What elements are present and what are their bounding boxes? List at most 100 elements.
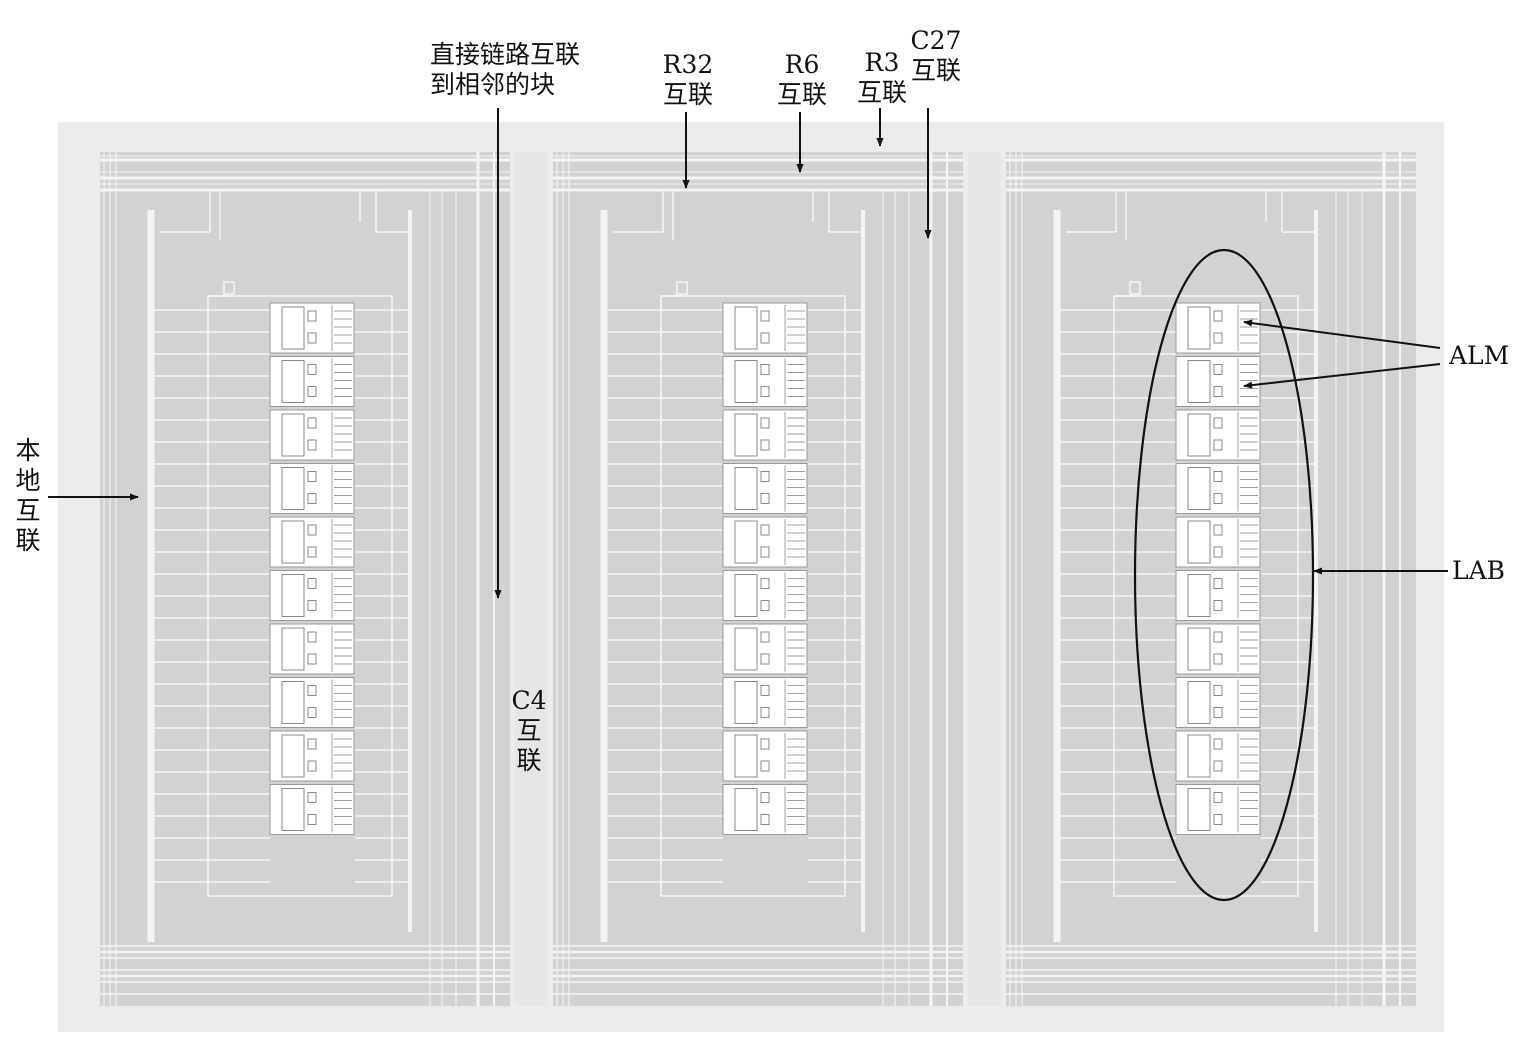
r3-label: R3 互联: [850, 48, 914, 108]
lab-blocks: [100, 152, 1416, 1006]
alm-lut: [1187, 681, 1211, 724]
alm-register: [760, 546, 770, 558]
c27-label-line1: C27: [910, 26, 962, 55]
alm-lut: [734, 520, 758, 564]
r6-label-line2: 互联: [776, 80, 827, 109]
alm-register: [307, 792, 317, 803]
alm-register: [760, 310, 770, 322]
alm-lut: [1187, 467, 1211, 510]
column-corridor: [515, 152, 1001, 1006]
inner-route-frame: [1113, 295, 1299, 897]
alm-register: [760, 417, 770, 429]
alm-register: [1213, 578, 1223, 589]
alm-lut: [281, 413, 305, 457]
r32-label: R32 互联: [656, 50, 720, 110]
alm-register: [1213, 760, 1223, 772]
alm-register: [1213, 332, 1223, 344]
alm-register: [760, 439, 770, 451]
local-label-char-3: 互: [15, 496, 41, 525]
alm-register: [307, 814, 317, 825]
c4-label-char-2: 联: [516, 746, 542, 775]
alm-lut: [281, 681, 305, 724]
alm-cell: [1175, 677, 1261, 728]
column-corridor-band: [968, 152, 1001, 1006]
alm-cell: [1175, 302, 1261, 354]
alm-lut: [281, 734, 305, 778]
inner-route-frame: [660, 295, 846, 897]
alm-cell: [1175, 409, 1261, 461]
alm-register: [760, 685, 770, 696]
alm-lut: [281, 788, 305, 831]
alm-cell: [1175, 730, 1261, 782]
alm-register: [307, 310, 317, 322]
alm-register: [307, 707, 317, 718]
alm-register: [760, 814, 770, 825]
alm-lut: [734, 681, 758, 724]
alm-lut: [734, 413, 758, 457]
c4-label-char-1: 互: [516, 716, 542, 745]
alm-cell: [722, 356, 808, 407]
alm-register: [760, 524, 770, 536]
alm-lut: [281, 360, 305, 403]
alm-arrow-1: [1243, 319, 1441, 349]
local-label-char-2: 地: [15, 466, 41, 495]
alm-register: [760, 471, 770, 482]
alm-cell: [269, 784, 355, 835]
alm-register: [1213, 493, 1223, 504]
r3-label-line1: R3: [864, 48, 900, 77]
alm-cell: [269, 463, 355, 514]
alm-register: [307, 417, 317, 429]
alm-lut: [1187, 734, 1211, 778]
alm-lut: [734, 734, 758, 778]
r32-label-line2: 互联: [662, 80, 713, 109]
alm-register: [760, 738, 770, 750]
alm-cell: [722, 677, 808, 728]
alm-cell: [722, 570, 808, 621]
alm-register: [1213, 364, 1223, 375]
alm-register: [1213, 439, 1223, 451]
alm-lut: [281, 520, 305, 564]
alm-lut: [1187, 520, 1211, 564]
alm-register: [760, 600, 770, 611]
alm-register: [1213, 471, 1223, 482]
lab-label: LAB: [1452, 556, 1506, 585]
alm-cell: [722, 302, 808, 354]
direct-link-label-line2: 到相邻的块: [430, 70, 556, 99]
alm-lut: [734, 788, 758, 831]
local-label-char-1: 本: [15, 436, 41, 465]
alm-label: ALM: [1449, 341, 1510, 370]
alm-lut: [1187, 788, 1211, 831]
c27-label: C27 互联: [904, 26, 968, 86]
alm-register: [760, 792, 770, 803]
c27-label-line2: 互联: [910, 56, 961, 85]
alm-register: [760, 364, 770, 375]
alm-cell: [1175, 784, 1261, 835]
alm-arrow-2: [1243, 363, 1441, 389]
alm-cell: [269, 623, 355, 675]
alm-cell: [1175, 356, 1261, 407]
c4-label: C4 互 联: [506, 686, 552, 776]
alm-lut: [1187, 360, 1211, 403]
alm-register: [1213, 546, 1223, 558]
r6-label-line1: R6: [784, 50, 820, 79]
alm-cell: [1175, 463, 1261, 514]
lab-block-2: [553, 152, 963, 1006]
alm-cell: [1175, 570, 1261, 621]
alm-register: [760, 653, 770, 665]
alm-register: [307, 685, 317, 696]
alm-register: [1213, 386, 1223, 397]
alm-register: [760, 493, 770, 504]
alm-cell: [722, 730, 808, 782]
alm-lut: [281, 467, 305, 510]
driver-glyph: [676, 281, 688, 295]
alm-cell: [722, 463, 808, 514]
alm-register: [1213, 814, 1223, 825]
alm-register: [1213, 631, 1223, 643]
r3-label-line2: 互联: [856, 78, 907, 107]
alm-register: [1213, 310, 1223, 322]
r32-label-line1: R32: [662, 50, 714, 79]
alm-cell: [722, 516, 808, 568]
driver-glyph: [1129, 281, 1141, 295]
alm-lut: [734, 627, 758, 671]
